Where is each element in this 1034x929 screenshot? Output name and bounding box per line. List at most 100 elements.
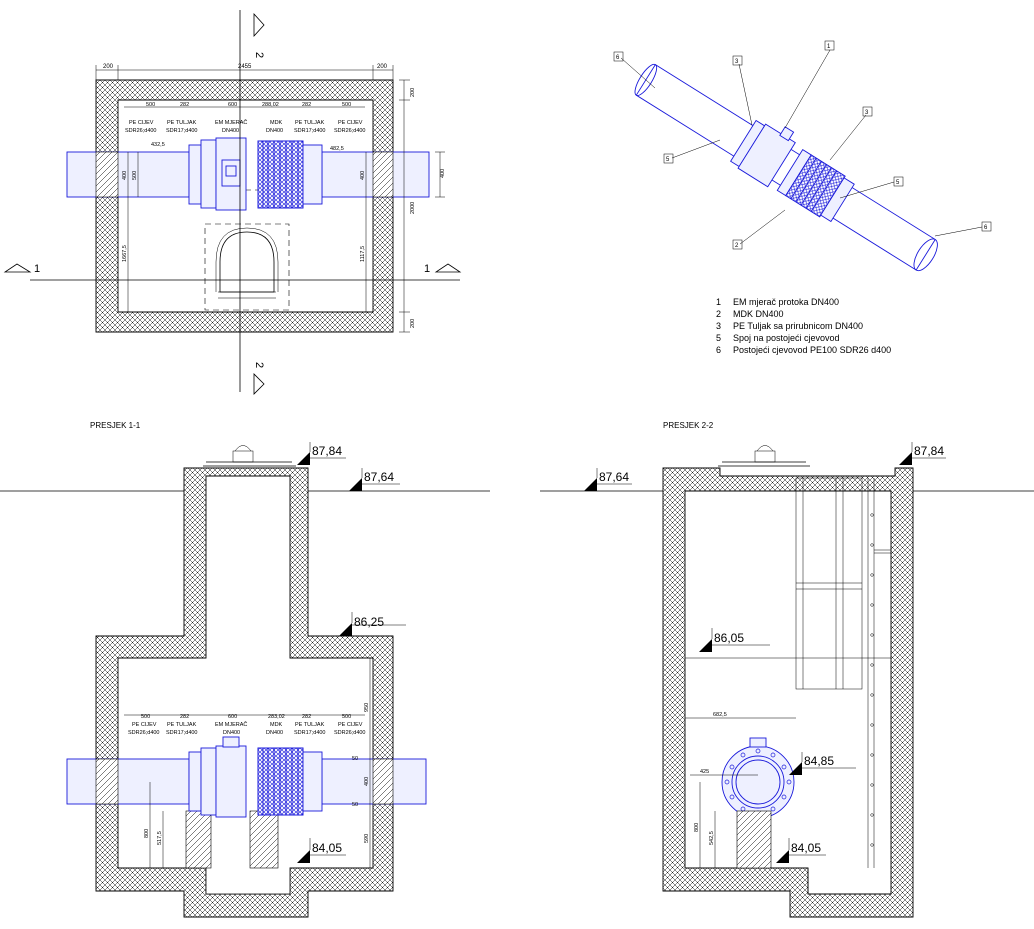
plan-label: EM MJERAČ <box>215 119 247 126</box>
s11-dim-right: 400 <box>364 777 370 786</box>
plan-dim: 600 <box>228 102 237 108</box>
plan-wall <box>95 79 394 333</box>
s11-label: SDR17;d400 <box>166 730 198 736</box>
s11-dim: 500 <box>141 714 150 720</box>
legend-num: 2 <box>716 309 721 319</box>
s11-dim-right: 50 <box>352 802 358 808</box>
plan-dim: 282 <box>302 102 311 108</box>
legend-num: 5 <box>716 333 721 343</box>
section-1-marker-left: 1 <box>34 263 40 275</box>
s11-dim-right: 50 <box>352 756 358 762</box>
plan-label: SDR17;d400 <box>294 128 326 134</box>
section-1-marker-right: 1 <box>424 263 430 275</box>
section-1-1-labels: PE CIJEV SDR26;d400 PE TULJAK SDR17;d400… <box>128 721 366 736</box>
dim-top-total: 2455 <box>238 64 252 70</box>
s11-label: SDR26;d400 <box>334 730 366 736</box>
s11-dim: 500 <box>342 714 351 720</box>
section-2-marker-bottom: 2 <box>253 362 265 368</box>
legend-num: 6 <box>716 345 721 355</box>
plan-view: 1 1 2 2 200 2455 200 500 282 600 288,02 … <box>3 10 462 395</box>
s22-level-floor: 84,05 <box>791 841 821 855</box>
s11-dim-right: 590 <box>364 834 370 843</box>
plan-label: DN400 <box>266 128 283 134</box>
dim-482-5: 482,5 <box>330 146 344 152</box>
iso-callouts: 6 3 1 3 5 5 2 6 <box>613 40 992 250</box>
callout: 5 <box>896 180 900 186</box>
plan-label: PE TULJAK <box>167 120 197 126</box>
legend-num: 1 <box>716 297 721 307</box>
s11-level-slab: 86,25 <box>354 615 384 629</box>
s11-dim: 282 <box>302 714 311 720</box>
s22-level-ground: 87,64 <box>599 470 629 484</box>
isometric-view: 6 3 1 3 5 5 2 6 <box>613 40 992 272</box>
plan-component-labels: PE CIJEV SDR26;d400 PE TULJAK SDR17;d400… <box>125 119 366 134</box>
callout: 2 <box>735 243 739 249</box>
s22-dim-542-5: 542,5 <box>709 831 715 845</box>
s11-dim: 600 <box>228 714 237 720</box>
dim-432-5: 432,5 <box>151 142 165 148</box>
s11-label: SDR17;d400 <box>294 730 326 736</box>
s11-level-floor: 84,05 <box>312 841 342 855</box>
s11-label: MDK <box>270 722 283 728</box>
dim-500: 500 <box>132 171 138 180</box>
legend-text: EM mjerač protoka DN400 <box>733 297 839 307</box>
legend-text: MDK DN400 <box>733 309 784 319</box>
plan-label: SDR26;d400 <box>125 128 157 134</box>
dim-right-200-top: 200 <box>410 88 416 97</box>
callout: 6 <box>984 225 988 231</box>
callout: 6 <box>616 55 620 61</box>
s11-dim-800: 800 <box>144 829 150 838</box>
section-2-2: PRESJEK 2-2 <box>540 421 1034 918</box>
s11-dim: 283,02 <box>268 714 285 720</box>
s11-label: PE CIJEV <box>132 722 157 728</box>
s11-label: PE TULJAK <box>167 722 197 728</box>
dim-right-2000: 2000 <box>410 202 416 214</box>
s11-label: PE TULJAK <box>295 722 325 728</box>
plan-label: SDR17;d400 <box>166 128 198 134</box>
dim-top-left: 200 <box>103 64 114 70</box>
section-2-marker-top: 2 <box>253 52 265 58</box>
section-1-1-title: PRESJEK 1-1 <box>90 421 141 430</box>
legend-text: PE Tuljak sa prirubnicom DN400 <box>733 321 863 331</box>
plan-dim: 500 <box>342 102 351 108</box>
callout: 1 <box>827 44 831 50</box>
s11-level-ground: 87,64 <box>364 470 394 484</box>
legend: 1 EM mjerač protoka DN400 2 MDK DN400 3 … <box>716 297 891 355</box>
dim-1117-5: 1117,5 <box>360 246 366 262</box>
legend-text: Postojeći cjevovod PE100 SDR26 d400 <box>733 345 891 355</box>
dim-1667-5: 1667,5 <box>122 245 128 262</box>
plan-label: PE TULJAK <box>295 120 325 126</box>
plan-label: SDR26;d400 <box>334 128 366 134</box>
plan-dim: 288,02 <box>262 102 279 108</box>
s22-dim-800: 800 <box>694 823 700 832</box>
s22-dim-682-5: 682,5 <box>713 712 727 718</box>
s22-dim-425: 425 <box>700 769 709 775</box>
dim-right-200-bottom: 200 <box>410 319 416 328</box>
s11-label: PE CIJEV <box>338 722 363 728</box>
plan-label: PE CIJEV <box>338 120 363 126</box>
s11-label: DN400 <box>266 730 283 736</box>
section-2-2-title: PRESJEK 2-2 <box>663 421 714 430</box>
s11-dim-517-5: 517,5 <box>157 831 163 845</box>
s22-level-pipe: 84,85 <box>804 754 834 768</box>
s11-label: SDR26;d400 <box>128 730 160 736</box>
callout: 5 <box>666 157 670 163</box>
legend-num: 3 <box>716 321 721 331</box>
section-1-1-dims: 500 282 600 283,02 282 500 <box>141 714 351 720</box>
plan-label: DN400 <box>222 128 239 134</box>
callout: 3 <box>865 110 869 116</box>
s22-level-top: 87,84 <box>914 444 944 458</box>
s11-dim-right: 950 <box>364 703 370 712</box>
s11-level-top: 87,84 <box>312 444 342 458</box>
plan-label: PE CIJEV <box>129 120 154 126</box>
callout: 3 <box>735 59 739 65</box>
dim-400-c: 400 <box>440 169 446 178</box>
legend-text: Spoj na postojeći cjevovod <box>733 333 840 343</box>
plan-dim: 500 <box>146 102 155 108</box>
s11-label: DN400 <box>223 730 240 736</box>
s11-label: EM MJERAČ <box>215 721 247 728</box>
plan-label: MDK <box>270 120 283 126</box>
dim-top-right: 200 <box>377 64 388 70</box>
s22-level-mid: 86,05 <box>714 631 744 645</box>
